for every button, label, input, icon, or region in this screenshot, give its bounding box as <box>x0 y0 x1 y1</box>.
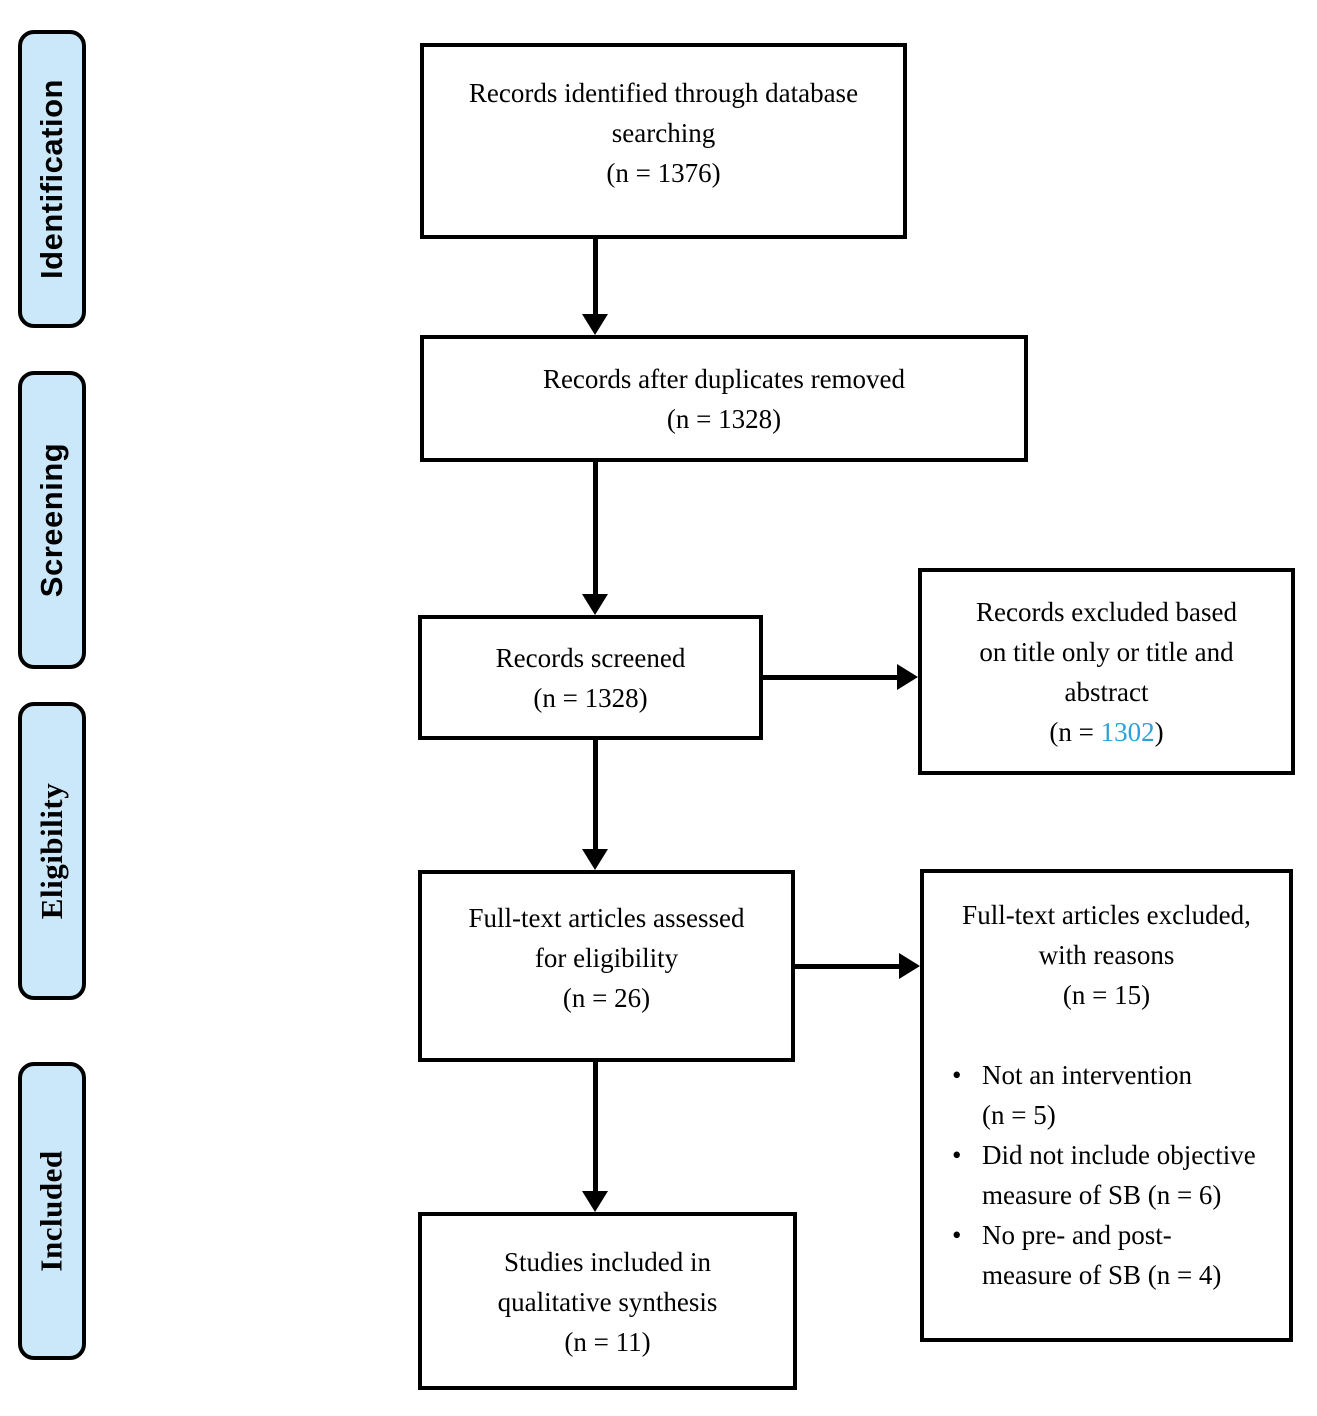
box-fulltext-excluded: Full-text articles excluded, with reason… <box>920 869 1293 1342</box>
exclusion-reasons-list: • Not an intervention (n = 5) • Did not … <box>924 1055 1289 1295</box>
exclusion-reason-item: • Not an intervention (n = 5) <box>952 1055 1289 1135</box>
count-prefix: (n = <box>1049 716 1101 747</box>
reason-text-line: No pre- and post- <box>982 1220 1172 1250</box>
box-text-line: abstract <box>1064 676 1149 707</box>
box-records-deduplicated: Records after duplicates removed (n = 13… <box>420 335 1028 462</box>
bullet-icon: • <box>952 1060 962 1090</box>
stage-screening: Screening <box>18 371 86 669</box>
box-text-line: Records screened <box>495 642 686 673</box>
box-text-line: on title only or title and <box>979 636 1234 667</box>
stage-included-label: Included <box>34 1150 70 1272</box>
arrow-shaft <box>592 1062 598 1191</box>
box-count: (n = 1328) <box>666 403 782 434</box>
arrow-shaft <box>592 239 598 314</box>
box-studies-included: Studies included in qualitative synthesi… <box>418 1212 797 1390</box>
exclusion-reason-item: • Did not include objective measure of S… <box>952 1135 1289 1215</box>
bullet-icon: • <box>952 1140 962 1170</box>
box-records-excluded: Records excluded based on title only or … <box>918 568 1295 775</box>
arrow-down-icon <box>582 594 608 615</box>
box-text-line: qualitative synthesis <box>497 1287 718 1317</box>
arrow-shaft <box>592 740 598 849</box>
arrow-right-icon <box>899 953 920 979</box>
box-records-screened: Records screened (n = 1328) <box>418 615 763 740</box>
box-count: (n = 1328) <box>533 682 648 713</box>
count-value-highlighted: 1302 <box>1100 716 1155 747</box>
exclusion-reason-item: • No pre- and post- measure of SB (n = 4… <box>952 1215 1289 1295</box>
bullet-icon: • <box>952 1220 962 1250</box>
box-text-line: for eligibility <box>534 943 679 973</box>
box-text-line: Records after duplicates removed <box>542 363 906 394</box>
box-records-identified: Records identified through database sear… <box>420 43 907 239</box>
box-count: (n = 11) <box>564 1327 651 1357</box>
arrow-screened-to-fulltext <box>580 740 610 870</box>
box-text-line: Full-text articles assessed <box>468 903 745 933</box>
box-fulltext-assessed: Full-text articles assessed for eligibil… <box>418 870 795 1062</box>
reason-text-line: Not an intervention <box>982 1060 1192 1090</box>
box-text-line: Records excluded based <box>976 596 1237 627</box>
box-text-line: searching <box>611 118 716 148</box>
stage-screening-label: Screening <box>34 442 70 598</box>
stage-included: Included <box>18 1062 86 1360</box>
box-text-line: with reasons <box>1038 940 1175 970</box>
box-text-line: Records identified through database <box>468 78 859 108</box>
box-text-line: Full-text articles excluded, <box>962 900 1251 930</box>
box-text-line: Studies included in <box>504 1247 711 1277</box>
stage-identification-label: Identification <box>34 79 70 279</box>
box-count: (n = 1376) <box>606 158 721 188</box>
reason-text-line: (n = 5) <box>982 1100 1056 1130</box>
arrow-shaft <box>763 674 897 680</box>
arrow-shaft <box>795 963 899 969</box>
box-count: (n = 1302) <box>1049 712 1163 752</box>
reason-text-line: measure of SB (n = 4) <box>982 1260 1222 1290</box>
stage-eligibility: Eligibility <box>18 702 86 1000</box>
count-suffix: ) <box>1154 716 1164 747</box>
stage-identification: Identification <box>18 30 86 328</box>
arrow-deduped-to-screened <box>580 462 610 615</box>
arrow-down-icon <box>582 314 608 335</box>
reason-text-line: measure of SB (n = 6) <box>982 1180 1222 1210</box>
arrow-right-icon <box>897 664 918 690</box>
arrow-fulltext-to-excluded <box>795 951 920 981</box>
arrow-down-icon <box>582 1191 608 1212</box>
arrow-shaft <box>592 462 598 594</box>
box-count: (n = 15) <box>1062 980 1151 1010</box>
arrow-down-icon <box>582 849 608 870</box>
reason-text-line: Did not include objective <box>982 1140 1256 1170</box>
box-count: (n = 26) <box>562 983 651 1013</box>
arrow-screened-to-excluded <box>763 662 918 692</box>
stage-eligibility-label: Eligibility <box>34 782 70 920</box>
arrow-identified-to-deduped <box>580 239 610 335</box>
arrow-fulltext-to-included <box>580 1062 610 1212</box>
